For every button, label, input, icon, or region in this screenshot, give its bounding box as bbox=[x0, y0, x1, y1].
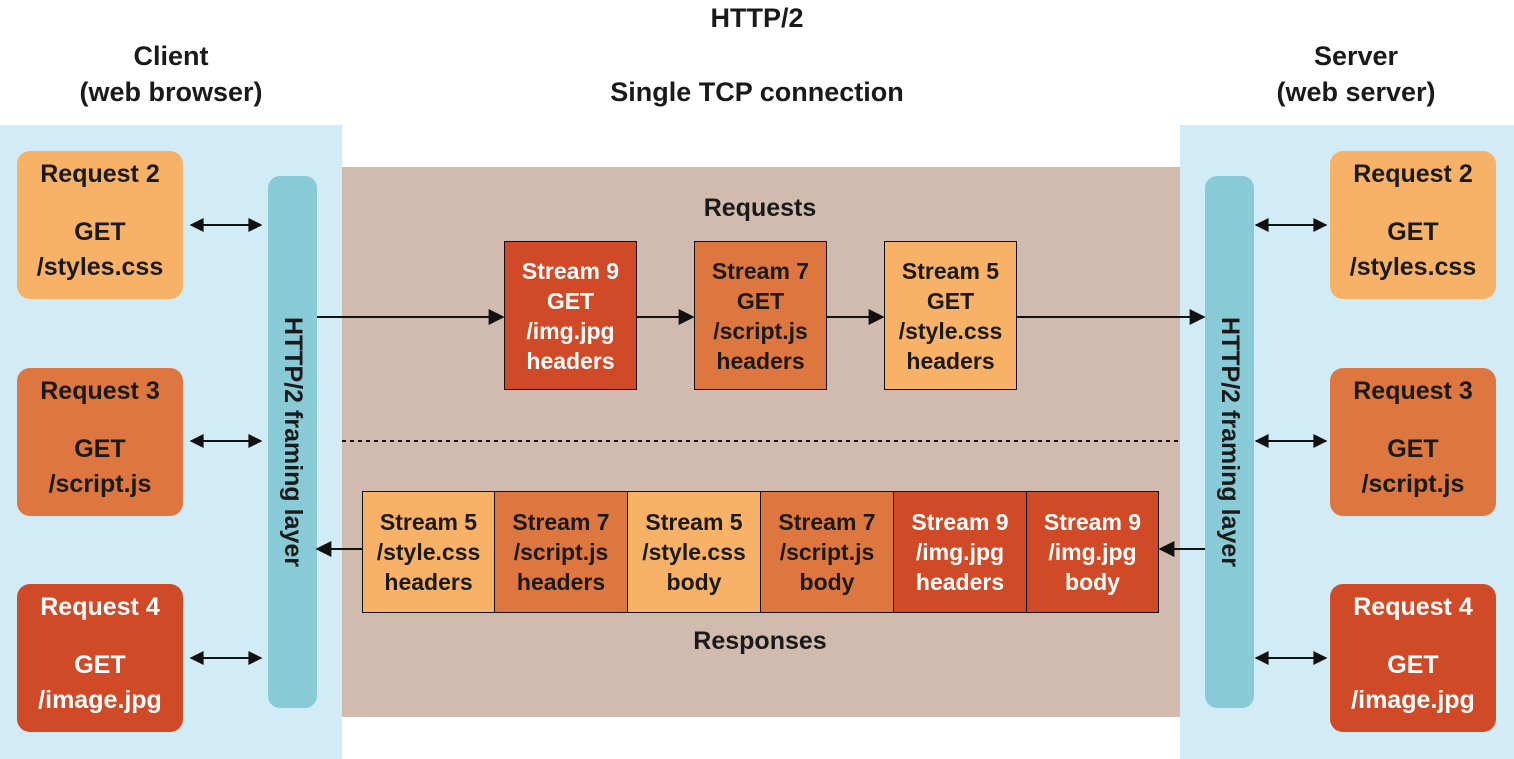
request-method: GET bbox=[1387, 218, 1439, 246]
client-request-2: Request 2 GET /styles.css bbox=[17, 151, 183, 299]
server-framing-label: HTTP/2 framing layer bbox=[1215, 316, 1244, 568]
request-label: Request 2 bbox=[1353, 160, 1473, 188]
request-method: GET bbox=[74, 218, 126, 246]
frame-type: body bbox=[666, 569, 722, 595]
client-heading-subtitle: (web browser) bbox=[79, 77, 263, 107]
server-request-2: Request 2 GET /styles.css bbox=[1330, 151, 1496, 299]
frame-type: headers bbox=[526, 347, 615, 374]
frame-path: /img.jpg bbox=[526, 317, 615, 344]
server-heading-title: Server bbox=[1313, 41, 1399, 71]
request-label: Request 4 bbox=[40, 593, 160, 621]
response-frame-1: Stream 5 /style.css headers bbox=[362, 491, 495, 613]
frame-method: GET bbox=[736, 287, 785, 314]
requests-label: Requests bbox=[703, 194, 817, 222]
request-label: Request 2 bbox=[40, 160, 160, 188]
frame-type: headers bbox=[915, 569, 1005, 595]
request-frame-stream-7: Stream 7 GET /script.js headers bbox=[694, 241, 827, 390]
frame-stream: Stream 5 bbox=[379, 509, 478, 535]
frame-stream: Stream 5 bbox=[645, 509, 743, 535]
frame-type: headers bbox=[384, 569, 473, 595]
frame-stream: Stream 9 bbox=[521, 257, 620, 284]
client-request-4: Request 4 GET /image.jpg bbox=[17, 584, 183, 732]
client-heading: Client (web browser) bbox=[0, 38, 342, 110]
frame-path: /script.js bbox=[713, 317, 808, 344]
frame-path: /style.css bbox=[376, 539, 481, 565]
request-frame-stream-5: Stream 5 GET /style.css headers bbox=[884, 241, 1017, 390]
request-method: GET bbox=[1387, 651, 1439, 679]
request-label: Request 3 bbox=[40, 377, 160, 405]
request-path: /image.jpg bbox=[1351, 686, 1475, 714]
server-request-3: Request 3 GET /script.js bbox=[1330, 368, 1496, 516]
server-framing-layer: HTTP/2 framing layer bbox=[1205, 176, 1254, 708]
request-path: /styles.css bbox=[36, 253, 164, 281]
server-heading: Server (web server) bbox=[1198, 38, 1514, 110]
frame-stream: Stream 5 bbox=[901, 257, 1000, 284]
frame-stream: Stream 7 bbox=[512, 509, 610, 535]
frame-type: headers bbox=[516, 569, 606, 595]
response-frame-2: Stream 7 /script.js headers bbox=[494, 491, 628, 613]
frame-type: body bbox=[799, 569, 855, 595]
frame-path: /img.jpg bbox=[1048, 539, 1137, 565]
response-frame-3: Stream 5 /style.css body bbox=[627, 491, 761, 613]
diagram-subtitle: Single TCP connection bbox=[610, 77, 904, 107]
response-frame-4: Stream 7 /script.js body bbox=[760, 491, 894, 613]
request-method: GET bbox=[1387, 435, 1439, 463]
request-method: GET bbox=[74, 435, 126, 463]
request-method: GET bbox=[74, 651, 126, 679]
server-request-4: Request 4 GET /image.jpg bbox=[1330, 584, 1496, 732]
request-path: /styles.css bbox=[1349, 253, 1477, 281]
response-frame-5: Stream 9 /img.jpg headers bbox=[893, 491, 1027, 613]
frame-stream: Stream 7 bbox=[778, 509, 876, 535]
frame-path: /script.js bbox=[779, 539, 875, 565]
frame-path: /style.css bbox=[642, 539, 746, 565]
request-label: Request 4 bbox=[1353, 593, 1473, 621]
frame-path: /style.css bbox=[898, 317, 1003, 344]
frame-path: /img.jpg bbox=[915, 539, 1005, 565]
request-path: /script.js bbox=[48, 470, 152, 498]
frame-stream: Stream 7 bbox=[711, 257, 810, 284]
responses-label: Responses bbox=[693, 627, 827, 655]
client-framing-label: HTTP/2 framing layer bbox=[278, 316, 307, 568]
client-request-3: Request 3 GET /script.js bbox=[17, 368, 183, 516]
server-heading-subtitle: (web server) bbox=[1276, 77, 1436, 107]
client-framing-layer: HTTP/2 framing layer bbox=[268, 176, 317, 708]
frame-type: body bbox=[1065, 569, 1120, 595]
client-heading-title: Client bbox=[133, 41, 209, 71]
request-path: /image.jpg bbox=[38, 686, 162, 714]
diagram-title: HTTP/2 bbox=[710, 3, 804, 33]
request-label: Request 3 bbox=[1353, 377, 1473, 405]
frame-stream: Stream 9 bbox=[1043, 509, 1142, 535]
frame-type: headers bbox=[716, 347, 805, 374]
response-frame-6: Stream 9 /img.jpg body bbox=[1026, 491, 1159, 613]
frame-path: /script.js bbox=[513, 539, 609, 565]
request-path: /script.js bbox=[1361, 470, 1465, 498]
frame-type: headers bbox=[906, 347, 995, 374]
frame-method: GET bbox=[546, 287, 595, 314]
frame-stream: Stream 9 bbox=[911, 509, 1009, 535]
request-frame-stream-9: Stream 9 GET /img.jpg headers bbox=[504, 241, 637, 390]
frame-method: GET bbox=[926, 287, 975, 314]
